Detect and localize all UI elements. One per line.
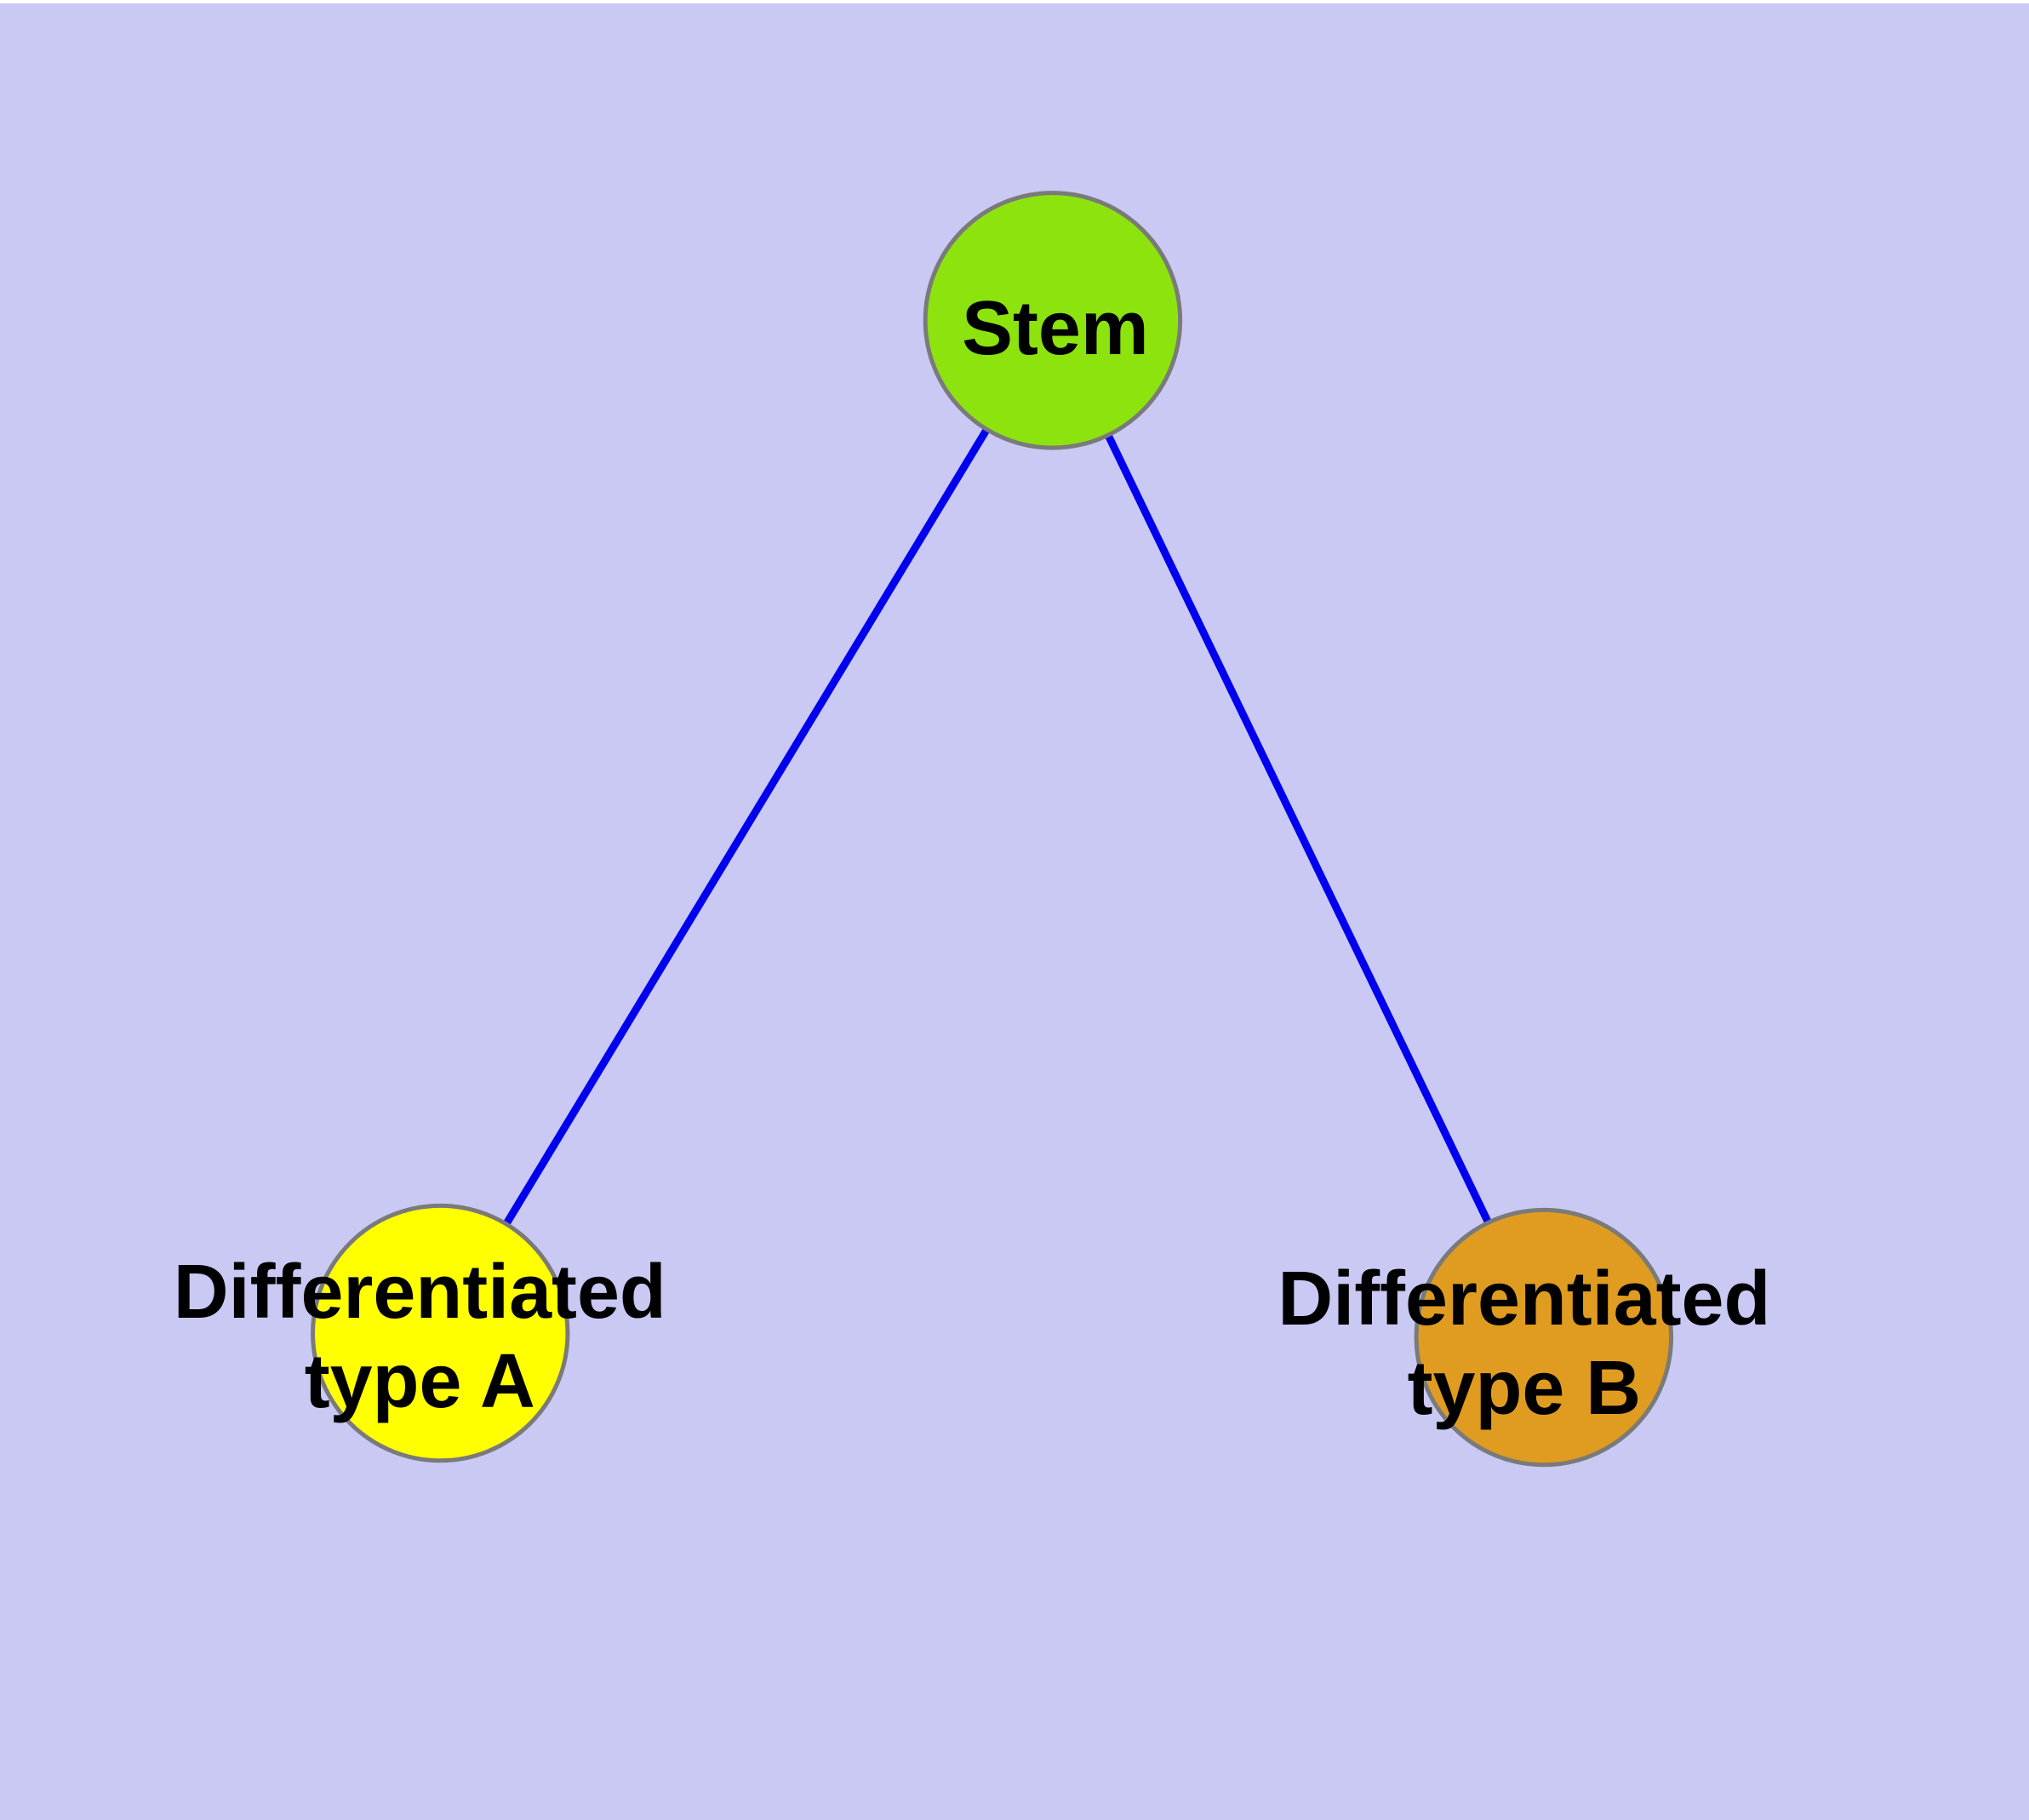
edge-stem-to-diff-a [437,318,1056,1336]
node-label-line: Stem [962,286,1149,371]
edge-stem-to-diff-b [1049,318,1547,1340]
node-stem-label: Stem [962,286,1149,371]
node-label-line: Differentiated [174,1250,666,1335]
node-label-line: Differentiated [1277,1256,1770,1342]
node-diff-b-circle [1414,1207,1674,1468]
node-diff-a-circle [311,1203,570,1463]
node-label-line: type B [1408,1346,1642,1431]
node-stem-circle [923,191,1183,450]
node-label-line: type A [305,1339,535,1424]
